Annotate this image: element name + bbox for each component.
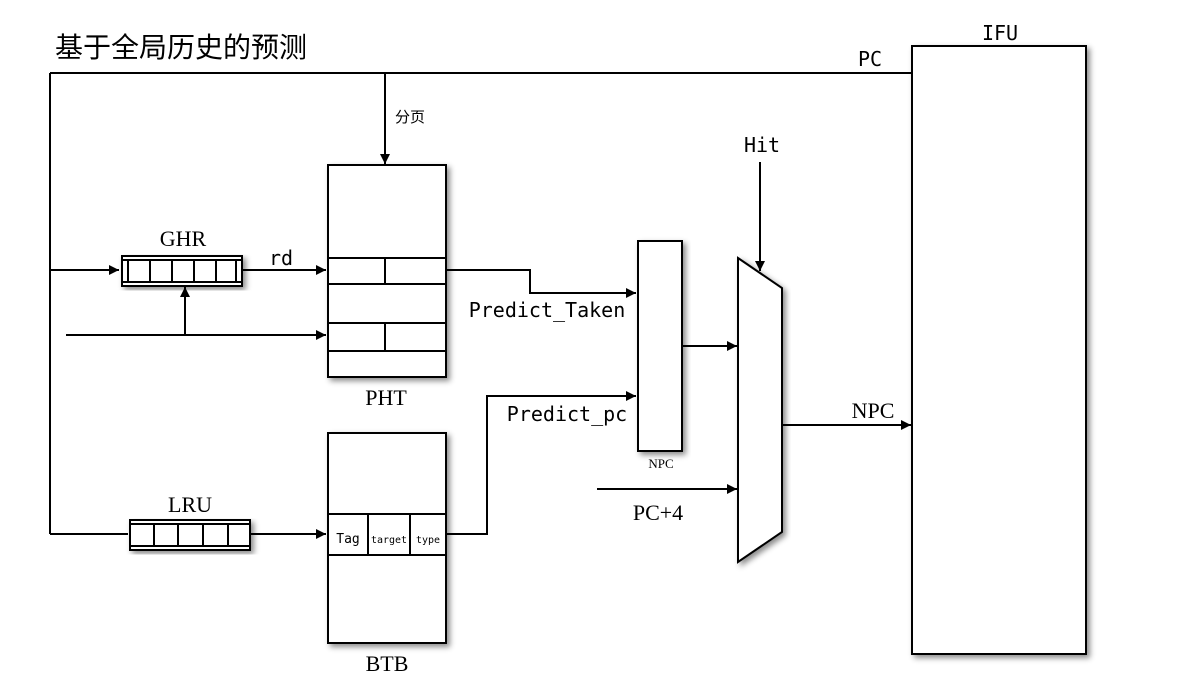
paging-label: 分页	[395, 108, 425, 126]
pc-plus-4-label: PC+4	[633, 500, 683, 525]
diagram-title: 基于全局历史的预测	[55, 31, 307, 64]
btb-label: BTB	[366, 651, 409, 676]
pc-label: PC	[858, 47, 882, 71]
ghr-register	[121, 255, 243, 287]
lru-register	[129, 519, 251, 551]
ifu-block: IFU	[911, 21, 1087, 655]
rd-label: rd	[269, 246, 293, 270]
pc-bus	[49, 72, 912, 535]
ifu-label: IFU	[982, 21, 1018, 45]
ghr-wiring	[66, 265, 326, 340]
npc-box	[637, 240, 683, 452]
btb-field-tag: Tag	[336, 532, 359, 547]
npc-box-label: NPC	[648, 456, 673, 471]
lru-label: LRU	[168, 492, 212, 517]
predict-pc-label: Predict_pc	[507, 402, 627, 426]
ghr-label: GHR	[160, 226, 207, 251]
pht-table	[327, 164, 447, 378]
mux	[737, 256, 783, 564]
btb-field-type: type	[416, 535, 440, 546]
predict-pc-wire	[446, 391, 636, 535]
btb-field-target: target	[371, 535, 407, 546]
npc-label: NPC	[852, 398, 895, 423]
predict-taken-wire	[446, 269, 636, 298]
btb-table	[327, 432, 447, 644]
predict-taken-label: Predict_Taken	[469, 298, 626, 322]
hit-label: Hit	[744, 133, 780, 157]
pht-label: PHT	[365, 385, 407, 410]
